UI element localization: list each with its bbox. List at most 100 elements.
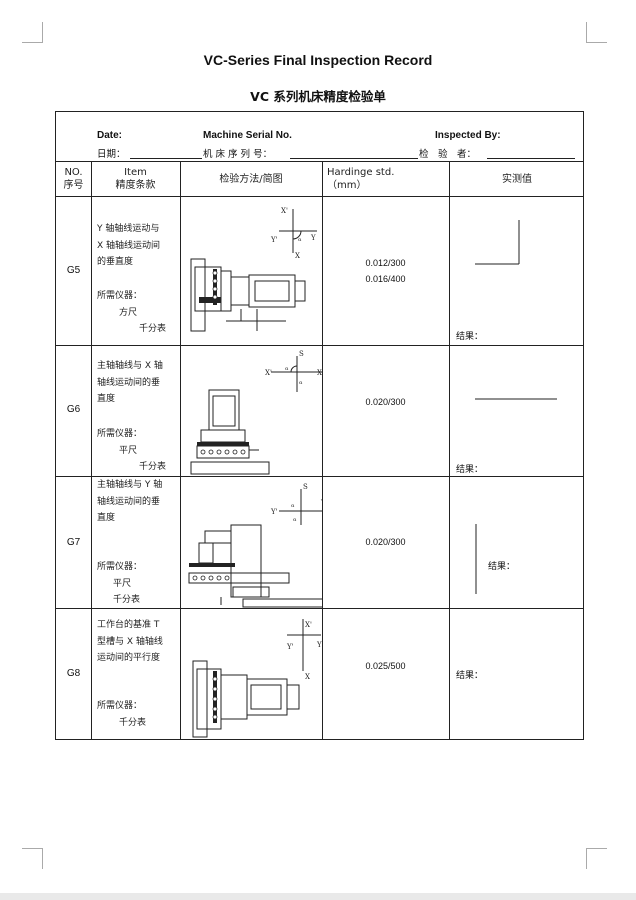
tolerance-value: 0.020/300	[365, 537, 406, 547]
item-line: Y 轴轴线运动与	[97, 224, 160, 234]
tolerance-value: 0.012/300	[365, 258, 406, 268]
instruments: 所需仪器： 平尺 千分表	[97, 426, 179, 476]
tolerance-values: 0.020/300	[322, 394, 449, 410]
axis-label: X	[317, 369, 322, 377]
item-line: 主轴轴线与 Y 轴	[97, 480, 163, 490]
axis-label: Y'	[270, 508, 278, 516]
item-description: 主轴轴线与 Y 轴 轴线运动间的垂 直度	[97, 477, 179, 527]
rule	[56, 161, 583, 162]
item-description: Y 轴轴线运动与 X 轴轴线运动间 的垂直度	[97, 221, 179, 271]
item-line: 主轴轴线与 X 轴	[97, 361, 163, 371]
col-item-header: Item 精度条款	[91, 166, 180, 192]
document-subtitle: VC 系列机床精度检验单	[250, 89, 386, 104]
item-line: 运动间的平行度	[97, 653, 161, 663]
date-label-cn: 日期：	[97, 149, 126, 160]
instrument-item: 平尺	[119, 445, 138, 456]
crop-mark	[586, 22, 607, 43]
tolerance-value: 0.025/500	[365, 661, 406, 671]
instrument-label: 所需仪器：	[97, 429, 143, 439]
document-title: VC-Series Final Inspection Record	[203, 52, 433, 68]
col-item-cn: 精度条款	[115, 180, 156, 191]
item-line: 轴线运动间的垂	[97, 377, 161, 388]
axis-label: Y	[310, 234, 316, 242]
angle-label: α	[293, 517, 297, 523]
serial-field[interactable]	[290, 158, 418, 159]
crop-mark	[22, 848, 43, 869]
item-description: 主轴轴线与 X 轴 轴线运动间的垂 直度	[97, 358, 179, 408]
rule	[56, 608, 583, 609]
col-std-en: Hardinge std.	[327, 167, 395, 178]
col-no-en: NO.	[64, 167, 83, 178]
instrument-item: 千分表	[119, 717, 147, 728]
crop-mark	[22, 22, 43, 43]
measurement-mark	[475, 524, 477, 594]
instruments: 所需仪器： 平尺 千分表	[97, 559, 179, 609]
axis-label: Y'	[270, 236, 278, 244]
parallelism-diagram-g8: X' Y Y' X	[192, 619, 322, 738]
row-number: G6	[66, 404, 81, 415]
instrument-item: 方尺	[119, 307, 138, 318]
instruments: 所需仪器： 方尺 千分表	[97, 288, 179, 338]
instruments: 所需仪器： 千分表	[97, 698, 179, 731]
perpendicularity-diagram-g5: X' X Y Y' α	[190, 207, 317, 332]
axis-label: Y	[320, 499, 322, 507]
col-no-cn: 序号	[63, 180, 84, 191]
tolerance-value: 0.020/300	[365, 397, 406, 407]
result-label: 结果：	[488, 562, 516, 572]
serial-label: Machine Serial No.	[203, 130, 292, 141]
axis-label: Y'	[286, 643, 294, 651]
axis-label: X	[305, 673, 310, 681]
rule	[56, 345, 583, 346]
col-std-header: Hardinge std. （mm）	[327, 166, 394, 192]
axis-label: S	[299, 350, 304, 358]
instrument-item: 千分表	[113, 595, 141, 605]
col-divider	[180, 161, 181, 739]
inspector-label: Inspected By:	[435, 130, 501, 141]
instrument-label: 所需仪器：	[97, 562, 143, 572]
col-divider	[91, 161, 92, 739]
item-line: 轴线运动间的垂	[97, 496, 161, 507]
serial-label-cn: 机 床 序 列 号：	[203, 149, 273, 160]
angle-label: α	[299, 380, 303, 386]
axis-label: X'	[265, 369, 272, 377]
rule	[56, 196, 583, 197]
item-line: 直度	[97, 513, 116, 523]
inspector-field[interactable]	[487, 158, 575, 159]
perpendicularity-diagram-g7: S Y' Y α α	[188, 483, 322, 608]
rule	[56, 476, 583, 477]
col-no-header: NO. 序号	[56, 166, 91, 192]
col-divider	[449, 161, 450, 739]
inspector-label-cn: 检 验 者：	[419, 149, 477, 160]
instrument-label: 所需仪器：	[97, 701, 143, 711]
tolerance-values: 0.025/500	[322, 658, 449, 674]
item-line: 工作台的基准 T	[97, 620, 160, 630]
tolerance-values: 0.012/300 0.016/400	[322, 255, 449, 287]
angle-label: α	[298, 237, 302, 243]
perpendicularity-diagram-g6: S X' X α α	[190, 350, 322, 475]
col-item-en: Item	[124, 167, 147, 178]
instrument-item: 平尺	[113, 578, 132, 589]
item-line: 直度	[97, 394, 116, 404]
axis-label: X	[295, 252, 300, 260]
col-std-unit: （mm）	[327, 180, 367, 191]
axis-label: S	[303, 483, 308, 491]
date-label: Date:	[97, 130, 123, 141]
angle-label: α	[285, 366, 289, 372]
row-number: G8	[66, 668, 81, 679]
item-description: 工作台的基准 T 型槽与 X 轴轴线 运动间的平行度	[97, 617, 179, 667]
inspection-table: Date: 日期： Machine Serial No. 机 床 序 列 号： …	[55, 111, 584, 740]
axis-label: Y	[316, 641, 322, 649]
result-label: 结果：	[456, 671, 484, 681]
tolerance-value: 0.016/400	[365, 274, 406, 284]
axis-label: X'	[281, 207, 288, 215]
item-line: 的垂直度	[97, 257, 134, 267]
item-line: 型槽与 X 轴轴线	[97, 636, 163, 647]
measurement-mark	[475, 398, 557, 400]
row-number: G5	[66, 265, 81, 276]
result-label: 结果：	[456, 465, 484, 475]
instrument-item: 千分表	[139, 462, 167, 472]
angle-label: α	[291, 503, 295, 509]
date-field[interactable]	[130, 158, 202, 159]
crop-mark	[586, 848, 607, 869]
